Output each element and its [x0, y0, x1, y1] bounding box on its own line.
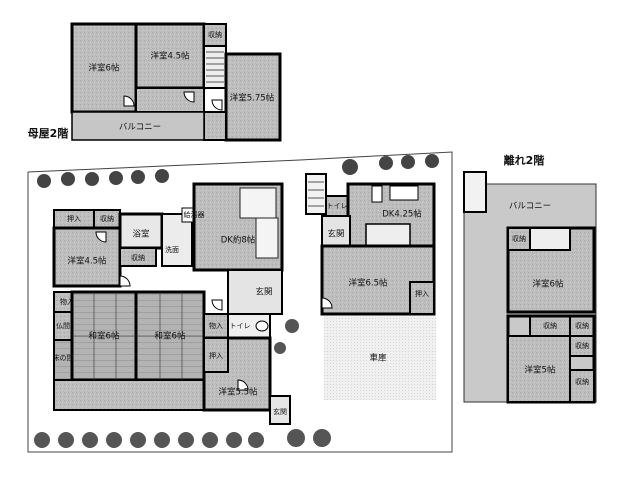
annex-room-6jo: 洋室6帖	[533, 279, 564, 290]
annex-storage-3: 収納	[575, 321, 589, 330]
trees-bottom	[34, 319, 331, 448]
bath: 浴室	[132, 229, 150, 240]
site-boundary	[27, 151, 453, 453]
washitsu-2: 和室6帖	[155, 331, 186, 342]
washitsu-1: 和室6帖	[89, 331, 120, 342]
washroom: 洗面	[165, 245, 179, 254]
annex-storage-5: 収納	[575, 377, 589, 386]
upper-storage: 収納	[208, 30, 222, 39]
trees-top	[37, 154, 439, 188]
main-upper-title: 母屋2階	[28, 126, 69, 140]
annex-dk: DK4.25帖	[382, 209, 422, 220]
annex-ground-floor: トイレ DK4.25帖 玄関 洋室6.5帖 押入 車庫	[305, 173, 436, 400]
storage-mid: 収納	[131, 253, 145, 262]
upper-room-6jo: 洋室6帖	[89, 63, 120, 74]
annex-oshiire: 押入	[415, 289, 429, 298]
annex-genkan: 玄関	[327, 229, 344, 240]
dk-8jo: DK約8帖	[221, 235, 256, 246]
monoire-mid: 物入	[209, 321, 223, 330]
oshiire-left: 押入	[67, 214, 81, 223]
toilet-main: トイレ	[230, 322, 251, 330]
garage: 車庫	[369, 353, 387, 364]
room-5-5jo: 洋室5.5帖	[218, 387, 258, 398]
room-4-5jo: 洋室4.5帖	[67, 256, 107, 267]
butsuma: 仏間	[56, 322, 70, 330]
annex-room-6-5jo: 洋室6.5帖	[348, 278, 388, 289]
upper-balcony: バルコニー	[119, 123, 161, 133]
annex-upper-floor: バルコニー 収納 洋室6帖 収納 収納 収納 洋室5帖 収納	[463, 171, 597, 404]
annex-storage-1: 収納	[512, 234, 526, 243]
tokonoma: 床の間	[53, 353, 74, 362]
annex-balcony: バルコニー	[509, 202, 551, 212]
annex-storage-4: 収納	[575, 341, 589, 350]
genkan-main: 玄関	[255, 287, 272, 298]
upper-room-5-75jo: 洋室5.75帖	[230, 93, 275, 104]
main-upper-floor: 洋室6帖 洋室4.5帖 収納 洋室5.75帖 バルコニー	[70, 22, 282, 142]
annex-upper-title: 離れ2階	[504, 153, 545, 167]
oshiire-mid: 押入	[209, 351, 223, 360]
water-heater: 給湯器	[184, 210, 205, 219]
monoire-left: 物入	[60, 297, 74, 306]
annex-storage-2: 収納	[543, 321, 557, 330]
upper-room-4-5jo: 洋室4.5帖	[150, 51, 190, 62]
genkan-small: 玄関	[273, 407, 287, 416]
storage-left: 収納	[100, 214, 114, 223]
main-ground-floor: 押入 収納 浴室 洗面 給湯器 DK約8帖 洋室4.5帖 収納 物入 玄関 仏間…	[52, 182, 291, 425]
annex-toilet: トイレ	[327, 202, 348, 210]
annex-room-5jo: 洋室5帖	[525, 365, 556, 376]
